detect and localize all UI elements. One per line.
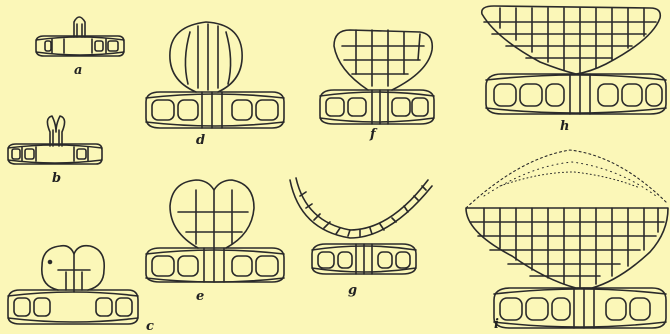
figure-label-h: h <box>560 120 569 133</box>
figure-label-a: a <box>74 64 82 77</box>
figure-label-b: b <box>52 172 61 185</box>
figure-e-drawing <box>146 180 284 282</box>
figure-label-i: i <box>494 318 499 331</box>
figure-h-drawing <box>482 6 666 114</box>
figure-d-drawing <box>146 22 284 128</box>
figure-f-drawing <box>320 30 434 124</box>
figure-c-drawing <box>8 246 138 324</box>
figure-b-drawing <box>8 116 102 164</box>
figure-label-d: d <box>196 134 205 147</box>
figure-label-g: g <box>348 284 357 297</box>
figure-i-drawing <box>466 150 668 328</box>
figure-label-c: c <box>146 320 154 333</box>
figure-g-drawing <box>290 178 432 274</box>
figure-a-drawing <box>36 17 124 56</box>
figure-label-e: e <box>196 290 204 303</box>
figure-label-f: f <box>370 128 376 141</box>
